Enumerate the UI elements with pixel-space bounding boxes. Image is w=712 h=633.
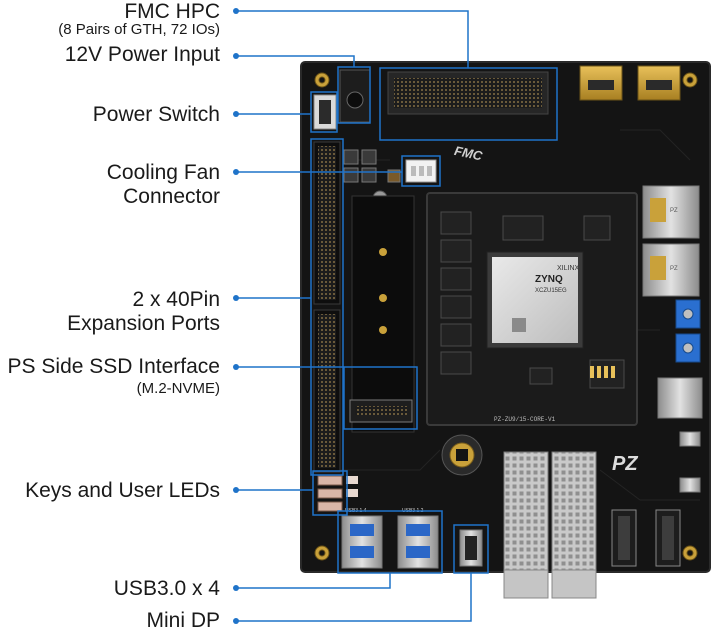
core-module: XILINX ZYNQ XCZU15EG PZ-ZU9/15-CORE-V1	[426, 192, 638, 426]
expansion-header-bottom	[313, 309, 341, 473]
usb3-ports	[341, 515, 439, 569]
power-switch-label: Power Switch	[92, 103, 220, 126]
cooling-fan-label-line2: Connector	[123, 185, 220, 208]
expansion-header-top	[313, 141, 341, 305]
callout-dots	[233, 8, 239, 624]
power-input-label: 12V Power Input	[64, 43, 220, 66]
expansion-ports-label-line1: 2 x 40Pin	[132, 288, 220, 311]
fmc-hpc-sublabel: (8 Pairs of GTH, 72 IOs)	[58, 21, 220, 38]
coin-battery	[441, 434, 483, 476]
sfp-cages	[503, 451, 597, 599]
mini-dp-label: Mini DP	[146, 609, 220, 632]
fmc-connector	[387, 71, 549, 115]
pz-logo: PZ	[612, 453, 638, 475]
keys-and-leds	[317, 475, 358, 512]
fmc-logo: FMC	[453, 143, 484, 164]
ssd-interface-sublabel: (M.2-NVME)	[136, 380, 220, 397]
cooling-fan-label-line1: Cooling Fan	[106, 161, 220, 184]
chip-brand: XILINX	[557, 265, 580, 272]
mini-dp-port	[459, 529, 483, 567]
chip-qr-code	[512, 318, 526, 332]
terminal-blocks	[675, 299, 701, 363]
core-board-label: PZ-ZU9/15-CORE-V1	[494, 416, 556, 423]
inductors	[343, 149, 401, 183]
chip-family: ZYNQ	[535, 274, 563, 285]
fmc-hpc-label: FMC HPC	[124, 0, 220, 23]
ethernet-ports: PZ PZ	[642, 185, 700, 297]
eth-brand-1: PZ	[670, 208, 678, 214]
keys-leds-label: Keys and User LEDs	[25, 479, 220, 502]
fan-connector	[405, 159, 437, 183]
chip-part: XCZU15EG	[535, 288, 567, 294]
hdmi-ports	[579, 65, 681, 101]
expansion-ports-label-line2: Expansion Ports	[67, 312, 220, 335]
ssd-interface-label: PS Side SSD Interface	[7, 355, 220, 378]
micro-usb-ports	[679, 431, 701, 493]
usb-label: USB3.0 x 4	[113, 577, 220, 600]
sd-card-slot	[657, 377, 703, 419]
power-jack	[339, 69, 371, 123]
sata-ports	[611, 509, 681, 567]
eth-brand-2: PZ	[670, 266, 678, 272]
power-switch	[313, 94, 337, 130]
callout-lines	[236, 10, 472, 622]
m2-ssd-slot	[349, 195, 415, 433]
